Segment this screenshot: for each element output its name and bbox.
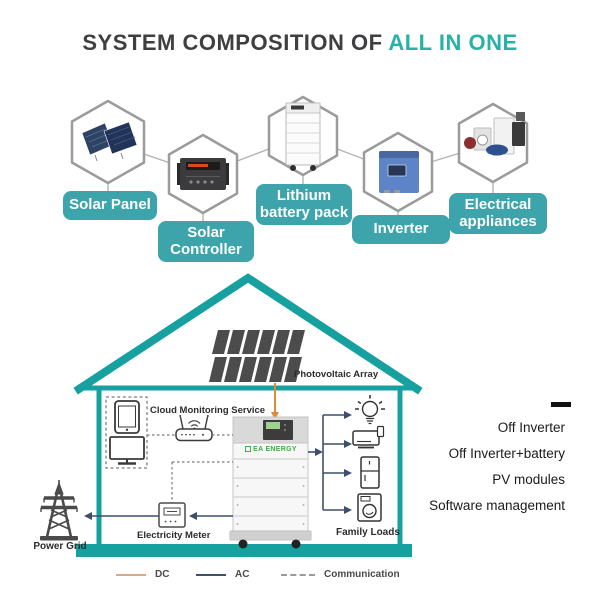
brand-text: EA ENERGY xyxy=(253,446,297,453)
brand-logo: EA ENERGY xyxy=(238,446,304,453)
features-list: Off Inverter Off Inverter+battery PV mod… xyxy=(429,415,565,519)
air-conditioner-icon xyxy=(352,425,385,449)
page-title: SYSTEM COMPOSITION OF ALL IN ONE xyxy=(0,30,600,56)
inverter-label: Inverter xyxy=(352,215,450,244)
arrow-right-icon xyxy=(344,411,352,419)
solar-panel-label: Solar Panel xyxy=(63,191,157,220)
hexagon-inverter xyxy=(362,131,434,213)
feature-item: Off Inverter+battery xyxy=(448,446,565,461)
arrow-right-icon xyxy=(344,506,352,514)
list-dash-icon xyxy=(551,402,571,407)
title-prefix: SYSTEM COMPOSITION OF xyxy=(82,30,389,55)
arrow-left-icon xyxy=(84,512,92,520)
washing-machine-icon xyxy=(357,493,382,522)
cloud-monitoring-label: Cloud Monitoring Service xyxy=(150,405,266,416)
lithium-battery-image xyxy=(285,102,321,171)
hexagon-electrical-appliances xyxy=(457,102,529,184)
legend-dc: DC xyxy=(116,569,169,580)
solar-panel-image xyxy=(81,121,138,162)
dc-line-swatch xyxy=(116,573,146,576)
legend-communication: Communication xyxy=(281,569,400,580)
power-grid-icon xyxy=(40,480,78,541)
hexagon-solar-controller xyxy=(167,133,239,215)
feature-item: Off Inverter xyxy=(497,420,565,435)
ac-line-swatch xyxy=(196,573,226,576)
house-roof xyxy=(73,273,423,395)
brand-icon xyxy=(245,446,252,453)
ac-arrowheads xyxy=(84,411,352,520)
power-grid-label: Power Grid xyxy=(33,541,87,552)
hexagon-solar-panel xyxy=(70,99,146,185)
title-highlight: ALL IN ONE xyxy=(388,30,518,55)
solar-controller-image xyxy=(177,158,229,190)
monitor-icon xyxy=(109,436,145,465)
electrical-appliances-label: Electrical appliances xyxy=(449,193,547,234)
smartphone-icon xyxy=(114,400,140,434)
electricity-meter-label: Electricity Meter xyxy=(137,530,211,541)
communication-line-swatch xyxy=(281,573,315,576)
feature-item: PV modules xyxy=(492,472,565,487)
inverter-image xyxy=(379,151,419,193)
electrical-appliances-image xyxy=(464,112,525,156)
arrow-down-icon xyxy=(271,412,279,420)
battery-tower-icon xyxy=(229,416,312,549)
legend-ac: AC xyxy=(196,569,249,580)
dc-line-pv xyxy=(271,383,279,420)
house-structure xyxy=(73,273,423,557)
hexagon-lithium-battery xyxy=(267,95,339,177)
dc-label: DC xyxy=(155,569,170,580)
family-loads-label: Family Loads xyxy=(336,527,400,538)
pv-array-icon xyxy=(209,330,305,382)
pv-array-label: Photovoltaic Array xyxy=(294,369,379,380)
router-icon xyxy=(175,415,213,442)
caster-wheel-icon xyxy=(238,539,248,549)
ac-label: AC xyxy=(235,569,250,580)
house-floor xyxy=(76,544,412,557)
ac-lines xyxy=(92,414,344,517)
electricity-meter-icon xyxy=(158,502,186,528)
lithium-battery-label: Lithium battery pack xyxy=(256,184,352,225)
communication-lines xyxy=(147,434,233,503)
refrigerator-icon xyxy=(360,456,380,489)
solar-controller-label: Solar Controller xyxy=(158,221,254,262)
feature-item: Software management xyxy=(429,498,565,513)
light-bulb-icon xyxy=(355,395,385,425)
arrow-right-icon xyxy=(344,440,352,448)
arrow-right-icon xyxy=(315,448,323,456)
communication-label: Communication xyxy=(324,569,400,580)
arrow-left-icon xyxy=(189,512,197,520)
arrow-right-icon xyxy=(344,469,352,477)
caster-wheel-icon xyxy=(291,539,301,549)
